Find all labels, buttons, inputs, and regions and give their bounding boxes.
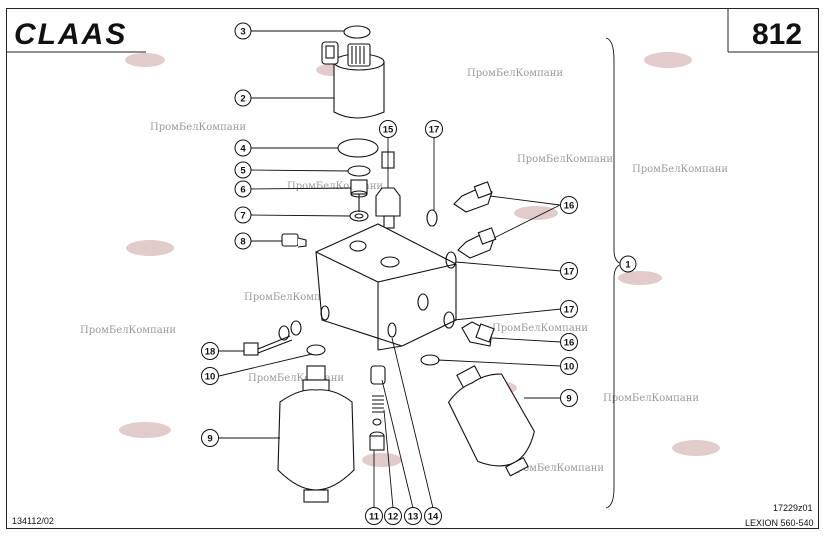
svg-text:2: 2 (240, 94, 245, 105)
svg-text:ПромБелКомпани: ПромБелКомпани (287, 181, 383, 192)
svg-text:ПромБелКомпани: ПромБелКомпани (244, 292, 340, 303)
svg-text:16: 16 (564, 338, 575, 349)
page-number: 812 (752, 18, 802, 51)
svg-text:ПромБелКомпани: ПромБелКомпани (492, 323, 588, 334)
callout-1: 1 (619, 255, 637, 273)
callout-2: 2 (234, 89, 252, 107)
callout-7: 7 (234, 206, 252, 224)
parts (243, 25, 535, 503)
svg-text:ПромБелКомпани: ПромБелКомпани (632, 164, 728, 175)
callouts: 3 2 4 5 6 7 8 18 10 9 15 17 16 17 17 16 … (201, 22, 637, 525)
svg-text:ПромБелКомпани: ПромБелКомпани (603, 393, 699, 404)
callout-12: 12 (384, 507, 402, 525)
watermark-texts: ПромБелКомпани ПромБелКомпани ПромБелКом… (80, 68, 728, 474)
callout-10-left: 10 (201, 367, 219, 385)
svg-text:6: 6 (240, 185, 245, 196)
drawing-code: 17229z01 (773, 503, 813, 513)
svg-text:ПромБелКомпани: ПромБелКомпани (467, 68, 563, 79)
model-label: LEXION 560-540 (745, 518, 814, 528)
svg-text:16: 16 (564, 201, 575, 212)
svg-text:17: 17 (564, 267, 575, 278)
callout-17-low: 17 (560, 300, 578, 318)
svg-text:ПромБелКомпани: ПромБелКомпани (248, 373, 344, 384)
svg-text:9: 9 (207, 434, 212, 445)
svg-text:ПромБелКомпани: ПромБелКомпани (80, 325, 176, 336)
svg-text:17: 17 (564, 305, 575, 316)
svg-text:8: 8 (240, 237, 245, 248)
svg-text:ПромБелКомпани: ПромБелКомпани (150, 122, 246, 133)
callout-18: 18 (201, 342, 219, 360)
svg-text:ПромБелКомпани: ПромБелКомпани (508, 463, 604, 474)
callout-8: 8 (234, 232, 252, 250)
callout-17-top: 17 (425, 120, 443, 138)
svg-text:10: 10 (564, 362, 575, 373)
svg-text:18: 18 (205, 347, 216, 358)
svg-text:7: 7 (240, 211, 245, 222)
svg-text:1: 1 (625, 260, 631, 271)
svg-text:12: 12 (388, 512, 399, 523)
page-frame (6, 8, 819, 529)
callout-3: 3 (234, 22, 252, 40)
callout-9-left: 9 (201, 429, 219, 447)
claas-logo: CLAAS (14, 18, 127, 51)
callout-17-mid: 17 (560, 262, 578, 280)
svg-text:14: 14 (428, 512, 439, 523)
footer-left-code: 134112/02 (12, 516, 54, 526)
callout-11: 11 (365, 507, 383, 525)
callout-9-right: 9 (560, 389, 578, 407)
svg-text:17: 17 (429, 125, 440, 136)
callout-5: 5 (234, 161, 252, 179)
callout-4: 4 (234, 139, 252, 157)
svg-text:3: 3 (240, 27, 245, 38)
callout-6: 6 (234, 180, 252, 198)
svg-text:5: 5 (240, 166, 246, 177)
callout-16-low: 16 (560, 333, 578, 351)
svg-text:13: 13 (408, 512, 419, 523)
svg-text:11: 11 (369, 512, 380, 523)
callout-13: 13 (404, 507, 422, 525)
svg-text:15: 15 (383, 125, 394, 136)
leader-lines (218, 30, 623, 509)
svg-text:9: 9 (566, 394, 571, 405)
callout-15: 15 (379, 120, 397, 138)
callout-16-top: 16 (560, 196, 578, 214)
callout-10-right: 10 (560, 357, 578, 375)
svg-text:10: 10 (205, 372, 216, 383)
svg-text:ПромБелКомпани: ПромБелКомпани (517, 154, 613, 165)
svg-text:4: 4 (240, 144, 246, 155)
callout-14: 14 (424, 507, 442, 525)
